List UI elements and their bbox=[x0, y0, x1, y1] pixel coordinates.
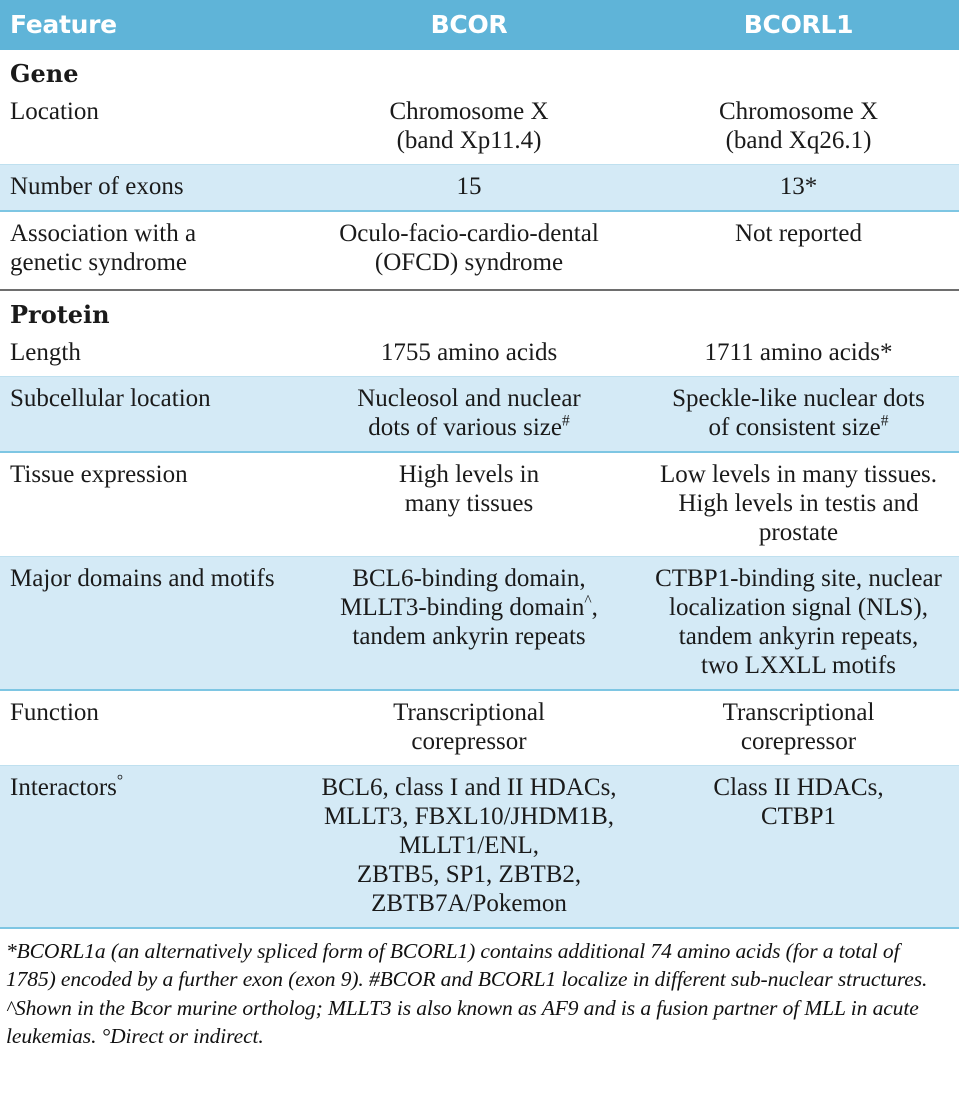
row-label-function: Function bbox=[10, 698, 99, 726]
cell-bcor-major-domains: BCL6-binding domain,MLLT3-binding domain… bbox=[300, 555, 638, 691]
section-heading-row-gene: Gene bbox=[0, 50, 959, 90]
cell-bcorl1-location: Chromosome X(band Xq26.1) bbox=[718, 97, 879, 154]
table-row: Subcellular location Nucleosol and nucle… bbox=[0, 375, 959, 453]
table-row: Interactors° BCL6, class I and II HDACs,… bbox=[0, 764, 959, 929]
column-header-bcorl1: BCORL1 bbox=[638, 0, 959, 50]
section-spacer-cell bbox=[638, 50, 959, 90]
column-header-feature: Feature bbox=[0, 0, 300, 50]
section-title-gene: Gene bbox=[10, 59, 79, 88]
table-header-row: Feature BCOR BCORL1 bbox=[0, 0, 959, 50]
cell-bcorl1-number-of-exons: 13* bbox=[638, 163, 959, 212]
section-spacer-cell bbox=[300, 290, 638, 331]
table-body: Gene Location Chromosome X(band Xp11.4) … bbox=[0, 50, 959, 929]
cell-bcorl1-interactors: Class II HDACs,CTBP1 bbox=[638, 764, 959, 929]
row-label-subcellular-location: Subcellular location bbox=[0, 375, 300, 453]
row-label-interactors: Interactors° bbox=[0, 764, 300, 929]
cell-bcor-number-of-exons: 15 bbox=[300, 163, 638, 212]
table-footnote: *BCORL1a (an alternatively spliced form … bbox=[6, 938, 928, 1049]
row-label-length: Length bbox=[10, 338, 81, 366]
section-spacer-cell bbox=[638, 290, 959, 331]
section-spacer-cell bbox=[300, 50, 638, 90]
row-label-number-of-exons: Number of exons bbox=[0, 163, 300, 212]
cell-bcorl1-tissue-expression: Low levels in many tissues.High levels i… bbox=[659, 460, 938, 546]
table-header: Feature BCOR BCORL1 bbox=[0, 0, 959, 50]
cell-bcor-length: 1755 amino acids bbox=[380, 338, 558, 366]
cell-bcorl1-length: 1711 amino acids* bbox=[704, 338, 893, 366]
table-row: Length 1755 amino acids 1711 amino acids… bbox=[0, 331, 959, 377]
table-row: Number of exons 15 13* bbox=[0, 163, 959, 212]
cell-bcor-interactors: BCL6, class I and II HDACs,MLLT3, FBXL10… bbox=[300, 764, 638, 929]
section-title-protein: Protein bbox=[10, 299, 110, 329]
row-label-location: Location bbox=[10, 97, 99, 125]
cell-bcor-genetic-syndrome: Oculo-facio-cardio-dental(OFCD) syndrome bbox=[300, 210, 638, 291]
cell-bcor-location: Chromosome X(band Xp11.4) bbox=[389, 97, 549, 154]
cell-bcorl1-genetic-syndrome: Not reported bbox=[638, 210, 959, 291]
column-header-bcor: BCOR bbox=[300, 0, 638, 50]
row-label-major-domains-and-motifs: Major domains and motifs bbox=[0, 555, 300, 691]
bcor-bcorl1-comparison-table: Feature BCOR BCORL1 Gene Location Chromo… bbox=[0, 0, 959, 929]
section-heading-row-protein: Protein bbox=[0, 290, 959, 331]
row-label-tissue-expression: Tissue expression bbox=[10, 460, 188, 488]
table-row: Major domains and motifs BCL6-binding do… bbox=[0, 555, 959, 691]
table-row: Location Chromosome X(band Xp11.4) Chrom… bbox=[0, 90, 959, 165]
